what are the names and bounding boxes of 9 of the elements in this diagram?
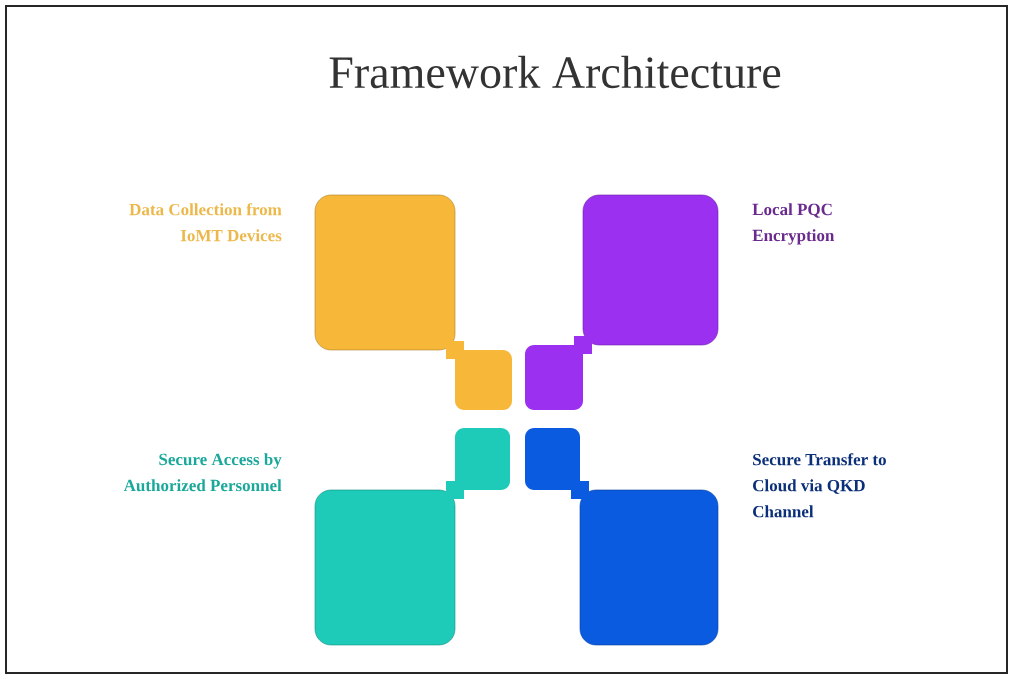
node-caption: Secure Access by Authorized Personnel	[123, 453, 282, 492]
title: Framework Architecture	[329, 55, 781, 89]
node-caption: Data Collection from IoMT Devices	[129, 203, 282, 242]
rounded-square-shape	[525, 428, 719, 646]
rounded-square-shape	[314, 428, 510, 646]
node-caption: Secure Transfer to Cloud via QKD Channel	[753, 453, 886, 518]
node-caption: Local PQC Encryption	[752, 203, 835, 245]
rounded-square-shape	[314, 194, 512, 410]
rounded-square-shape	[525, 194, 719, 410]
